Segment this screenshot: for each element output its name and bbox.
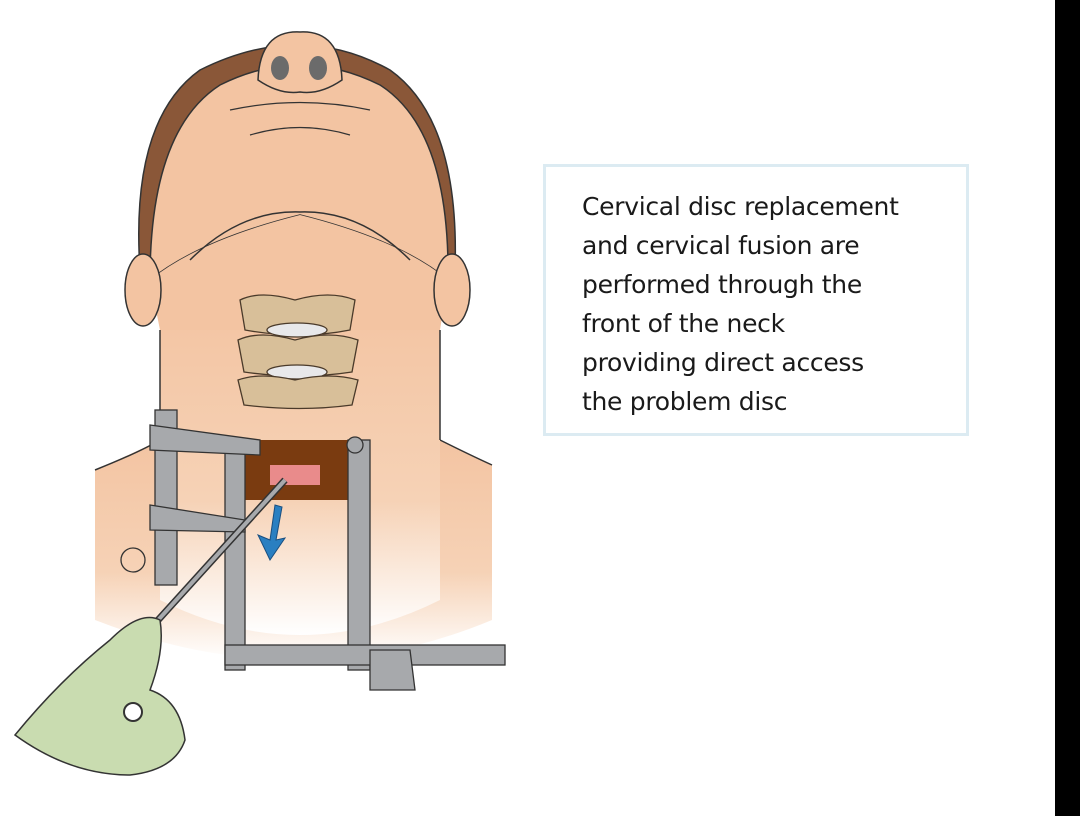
gloved-hand (13, 616, 186, 776)
edge-bar (1055, 0, 1080, 816)
cervical-vertebrae (237, 294, 359, 410)
direction-arrow-icon (256, 504, 287, 561)
right-ear (433, 253, 471, 327)
nose (257, 31, 343, 94)
jaw (150, 215, 448, 330)
retractor (120, 409, 506, 691)
caption-text: Cervical disc replacement and cervical f… (582, 192, 899, 416)
caption-box: Cervical disc replacement and cervical f… (543, 164, 969, 436)
left-ear (124, 253, 162, 327)
